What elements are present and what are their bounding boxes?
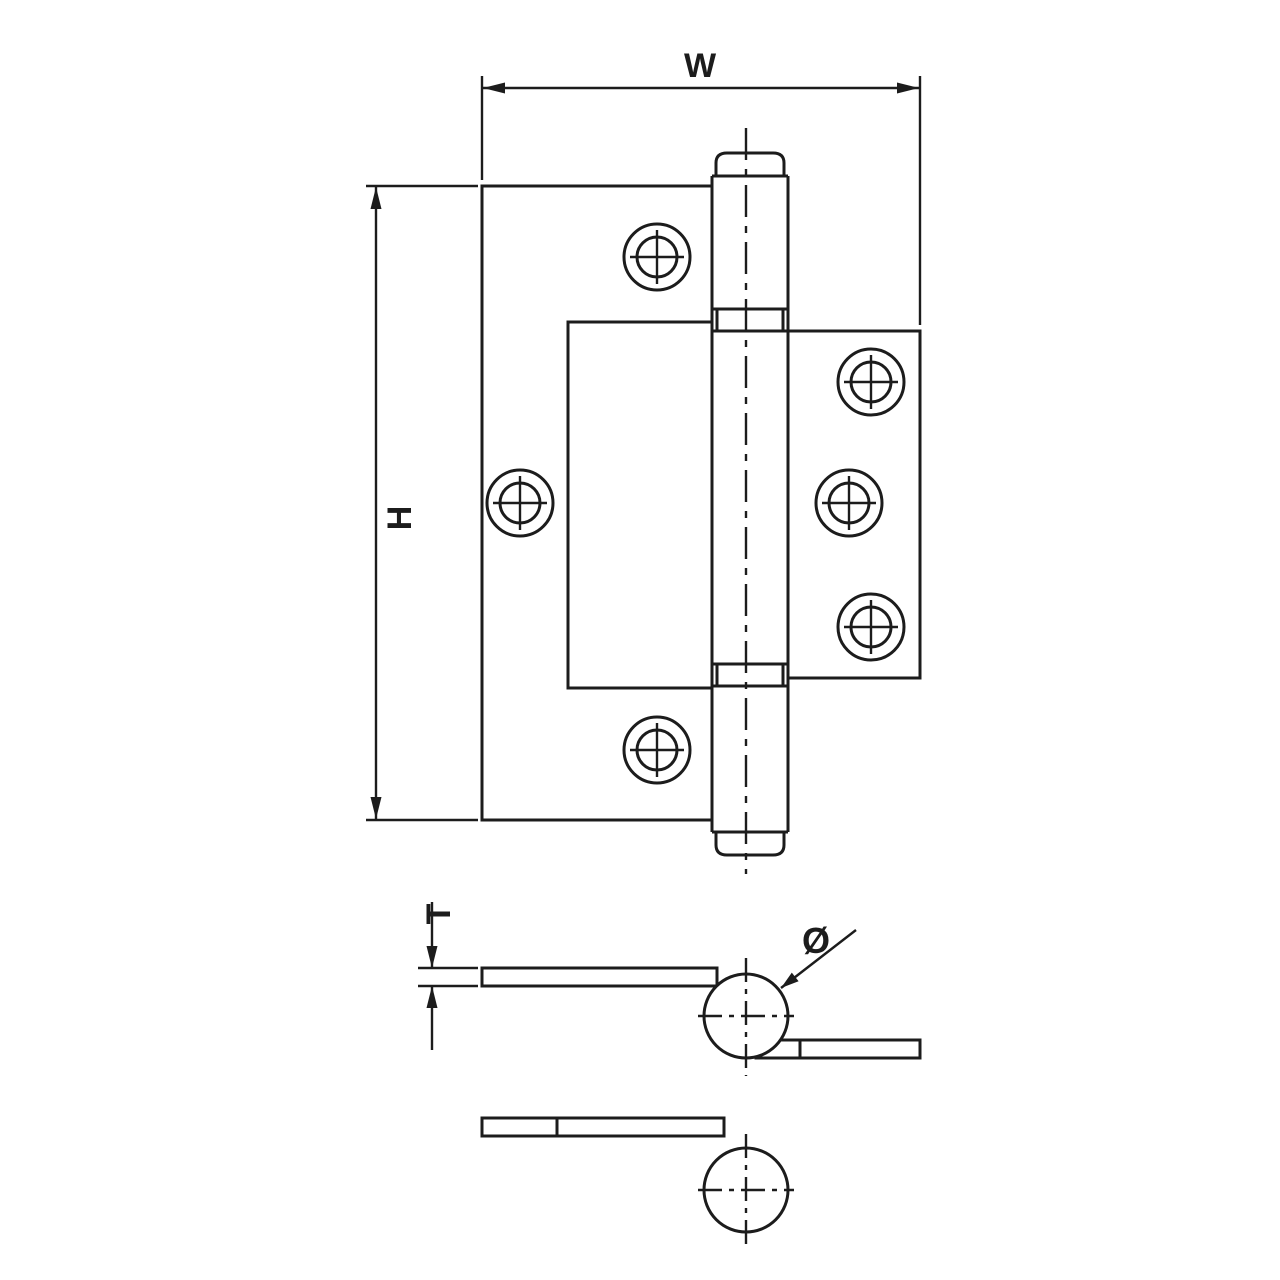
pin-cap-bottom: [714, 832, 786, 857]
profile-leaf: [480, 1116, 726, 1138]
screw-hole-bottom-right: [836, 592, 906, 662]
diameter-label: Ø: [802, 920, 830, 961]
profile-left-leaf: [480, 966, 719, 988]
dimension-width: W: [480, 47, 922, 325]
t-arrowhead-down: [426, 946, 438, 968]
screw-hole-middle-left: [485, 468, 555, 538]
right-leaf-outline: [788, 329, 922, 680]
t-arrowhead-up: [426, 986, 438, 1008]
w-arrowhead-right: [897, 82, 919, 94]
screw-holes: [485, 222, 906, 785]
profile-right-leaf: [754, 1038, 922, 1060]
pin-cap-top: [714, 151, 786, 176]
left-leaf-cutout: [566, 320, 712, 690]
screw-hole-top-left: [622, 222, 692, 292]
h-arrowhead-bottom: [370, 797, 382, 819]
screw-hole-bottom-left: [622, 715, 692, 785]
side-view-closed: [480, 1116, 794, 1248]
diameter-callout: Ø: [780, 920, 857, 989]
diameter-arrowhead: [781, 972, 799, 988]
h-arrowhead-top: [370, 187, 382, 209]
dimension-height: H: [366, 184, 478, 822]
left-leaf-outline: [480, 184, 712, 822]
thickness-label: T: [420, 903, 458, 924]
dimension-thickness: T: [418, 902, 478, 1050]
w-arrowhead-left: [483, 82, 505, 94]
hinge-barrel: [710, 151, 790, 857]
screw-hole-top-right: [836, 347, 906, 417]
width-label: W: [684, 47, 717, 85]
front-view: [480, 128, 922, 874]
side-view-open: [480, 958, 922, 1076]
screw-hole-middle-right: [814, 468, 884, 538]
height-label: H: [381, 506, 419, 531]
